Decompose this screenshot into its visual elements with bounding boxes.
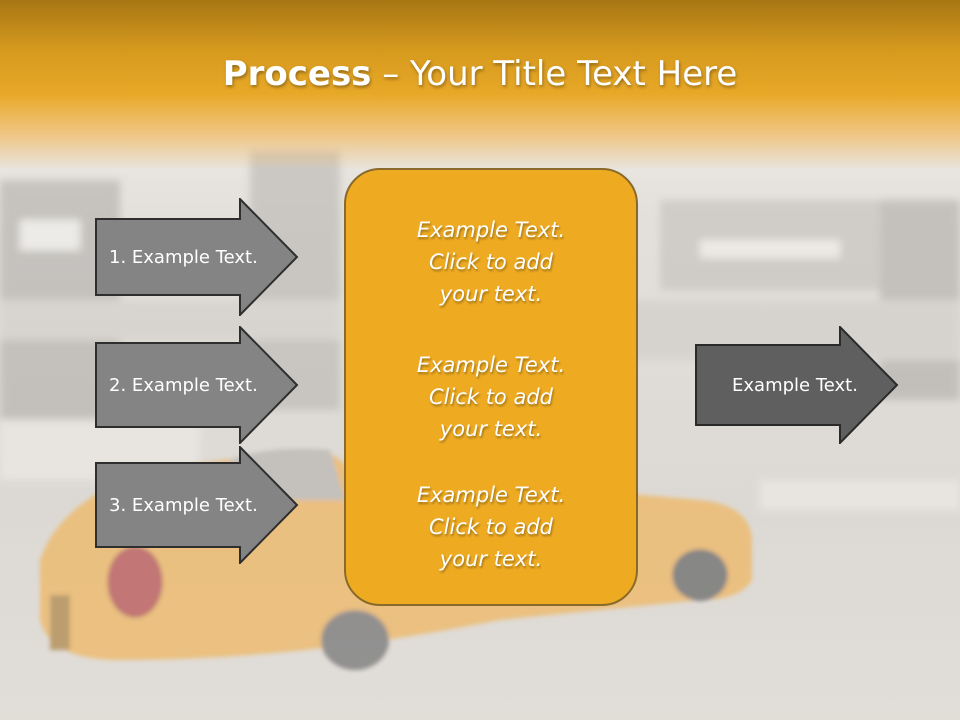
slide-title: Process – Your Title Text Here: [0, 52, 960, 96]
arrow-right-shape-icon: [695, 326, 899, 444]
center-text-block-1: Example Text. Click to add your text.: [346, 214, 636, 310]
center-text-block-3: Example Text. Click to add your text.: [346, 479, 636, 575]
center-block-2-line-2: Click to add: [428, 385, 553, 409]
right-arrow-label: Example Text.: [732, 374, 858, 396]
right-arrow[interactable]: Example Text.: [695, 326, 899, 444]
center-block-1-line-3: your text.: [439, 282, 543, 306]
center-text-box[interactable]: Example Text. Click to add your text. Ex…: [344, 168, 638, 606]
arrow-right-shape-icon: [95, 198, 299, 316]
center-block-1-line-1: Example Text.: [416, 218, 566, 242]
center-text-block-2: Example Text. Click to add your text.: [346, 349, 636, 445]
left-arrow-3[interactable]: 3. Example Text.: [95, 446, 299, 564]
center-block-2-line-3: your text.: [439, 417, 543, 441]
center-block-3-line-3: your text.: [439, 547, 543, 571]
center-block-3-line-2: Click to add: [428, 515, 553, 539]
center-block-3-line-1: Example Text.: [416, 483, 566, 507]
left-arrow-2[interactable]: 2. Example Text.: [95, 326, 299, 444]
left-arrow-2-label: 2. Example Text.: [109, 374, 258, 396]
arrow-right-shape-icon: [95, 326, 299, 444]
left-arrow-1-label: 1. Example Text.: [109, 246, 258, 268]
center-block-2-line-1: Example Text.: [416, 353, 566, 377]
left-arrow-3-label: 3. Example Text.: [109, 494, 258, 516]
left-arrow-1[interactable]: 1. Example Text.: [95, 198, 299, 316]
center-block-1-line-2: Click to add: [428, 250, 553, 274]
title-rest: – Your Title Text Here: [371, 54, 738, 94]
title-bold: Process: [222, 54, 372, 94]
arrow-right-shape-icon: [95, 446, 299, 564]
header-band: [0, 0, 960, 170]
